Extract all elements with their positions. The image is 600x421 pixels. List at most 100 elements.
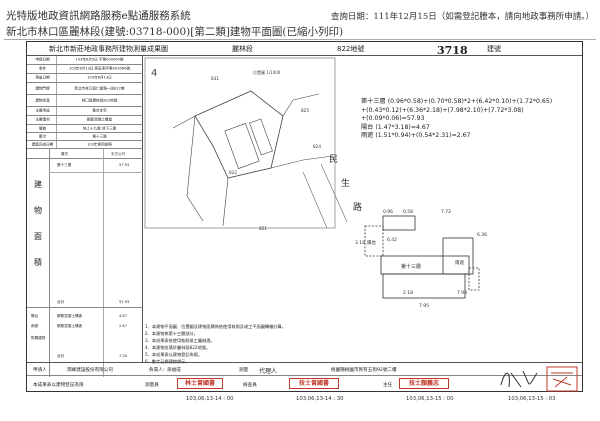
note-line: 2．本建物係第十三層部分。	[145, 330, 198, 336]
lot-label: 825	[301, 108, 309, 113]
note-line: 6．數字已標建物標示。	[145, 358, 190, 364]
road-char: 民	[329, 154, 338, 165]
area-vertical-label: 建 物 面 積	[33, 172, 43, 276]
info-value: 集合住宅	[92, 108, 107, 113]
agent-label: 代理人	[259, 368, 278, 375]
info-value: 103年6月13日 新莊測字第003580號	[69, 66, 130, 71]
info-key: 層數	[38, 126, 47, 130]
formula-line: +(0.09*0.06)=57.93	[361, 115, 425, 123]
location-map	[144, 57, 348, 229]
floor-plan	[364, 215, 480, 299]
info-key: 層次	[38, 134, 47, 138]
note-line: 3．本成果表依使用執照竣工圖辦理。	[145, 337, 215, 343]
section-name: 麗林段	[232, 45, 253, 53]
info-value: 地上十九層 地下三層	[82, 126, 117, 130]
formula-line: +(0.43*0.12)+(6.36*2.18)+(7.98*2.10)+(7.…	[361, 106, 524, 114]
building-number-label: 建號	[487, 45, 501, 53]
road-edge	[302, 171, 328, 229]
info-row: 主要用途 集合住宅	[27, 107, 143, 116]
info-key: 主要用途	[35, 108, 50, 113]
note-line: 5．本成果表以建物登記為限。	[145, 351, 203, 357]
floor-13-top	[382, 215, 416, 231]
dim-label: 2.18	[403, 290, 413, 296]
note-line: 4．本建物坐落於麗林段822地號。	[145, 344, 211, 350]
balcony	[364, 225, 384, 257]
info-key: 申請日期	[35, 57, 50, 62]
note-restriction: 本成果表以建物登記為限	[33, 383, 84, 388]
vertical-char: 物	[34, 206, 42, 215]
north-arrow-icon: 4	[151, 68, 157, 79]
surveyor-stamp: 林士曾國書	[177, 378, 223, 389]
info-value: 新北市林口區仁愛路一段822巷	[74, 86, 125, 90]
dim-label: 7.98	[457, 290, 467, 296]
ancillary-material: 鋼筋混凝土構造	[57, 324, 83, 328]
road-char: 路	[353, 201, 362, 213]
sheet-title-row: 新北市新莊地政事務所建物測量成果圖 麗林段 822地號 3718 建號	[27, 42, 582, 57]
info-key: 測量日期	[35, 75, 50, 80]
vertical-char: 建	[34, 180, 42, 189]
info-key: 主要建材	[35, 117, 50, 122]
lot-822-outline	[194, 90, 284, 179]
area-value: 57.93	[119, 163, 130, 167]
info-row: 收件 103年6月13日 新莊測字第003580號	[27, 65, 143, 74]
signature-block: 申請人 潤峰建設股份有限公司 負責人： 孫福成 代理人 測量 桃園縣桃園市民有五…	[27, 362, 582, 393]
signature-image	[500, 366, 578, 392]
lot-boundary	[222, 177, 229, 227]
info-value: 林口區麗林段822地號	[81, 98, 118, 102]
ancillary-label: 附屬建物	[31, 336, 46, 340]
chief-label: 主任	[383, 383, 393, 388]
vertical-char: 積	[34, 258, 42, 267]
note-line: 1．本建物平面圖、位置圖及建物面積係依使用執照及竣工平面圖轉繪計算。	[145, 324, 286, 329]
formula-line: 第十三層 (0.96*0.58)+(0.70*0.58)*2+(6.42*0.1…	[361, 98, 553, 105]
info-row: 主要建材鋼筋混凝土構造	[27, 116, 143, 125]
applicant-label: 申請人	[33, 368, 47, 373]
info-row: 建物坐落林口區麗林段822地號	[27, 95, 143, 107]
signature-row: 本成果表以建物登記為限 測量員 檢查員 主任	[27, 376, 582, 394]
applicant-name: 潤峰建設股份有限公司	[67, 368, 113, 373]
area-header-floor: 層次	[61, 152, 69, 156]
info-key: 建物門牌	[35, 86, 50, 90]
area-header-row: 層次 平方公尺	[27, 149, 143, 159]
road-edge	[320, 163, 348, 223]
survey-sheet: 新北市新莊地政事務所建物測量成果圖 麗林段 822地號 3718 建號 申請日期…	[26, 41, 583, 392]
info-value: 103年6月13日	[87, 75, 112, 80]
area-total-line	[27, 307, 143, 308]
area-total-label: 合計	[57, 300, 65, 304]
scale-label: 位置圖 1/1000	[253, 69, 281, 75]
eave	[468, 267, 480, 291]
document-title: 新北市林口區麗林段(建號:03718-000)[第二類]建物平面圖(已縮小列印)	[6, 26, 344, 38]
ancillary-use: 雨遮	[31, 324, 39, 328]
query-date: 查詢日期：111年12月15日（如需登記謄本，請向地政事務所申請。）	[330, 12, 594, 22]
area-divider	[49, 149, 50, 377]
ancillary-material: 鋼筋混凝土構造	[57, 314, 83, 318]
info-row: 層次第十三層	[27, 133, 143, 141]
info-row: 測量日期 103年6月13日	[27, 74, 143, 83]
building-block	[224, 123, 260, 169]
ancillary-area: 2.67	[119, 324, 128, 328]
lot-boundary	[270, 155, 334, 169]
info-key: 收件	[38, 66, 47, 71]
info-value: 103年使用執照	[87, 142, 112, 146]
road-char: 生	[341, 177, 350, 189]
dim-label: 3.18	[355, 240, 365, 246]
formula-line: 雨遮 (1.51*0.94)+(0.54*2.31)=2.67	[361, 132, 471, 140]
owner-name: 孫福成	[167, 368, 181, 373]
lot-label: 831	[211, 76, 219, 81]
lot-boundary	[172, 115, 204, 222]
lot-label: 822	[229, 170, 237, 175]
plan-drawing: 4 0.96 0.58 7.72 6.42 3.18 6.36 2.18 7.9…	[144, 57, 487, 309]
signature-row: 申請人 潤峰建設股份有限公司 負責人： 孫福成 代理人 測量 桃園縣桃園市民有五…	[27, 363, 582, 376]
floor-13-lower	[382, 273, 466, 299]
area-divider	[103, 149, 104, 377]
info-row: 層數 地上十九層 地下三層	[27, 125, 143, 133]
location-frame	[144, 57, 336, 229]
building-number: 3718	[437, 44, 468, 57]
dim-label: 0.58	[403, 209, 413, 215]
timestamp: 103,06,13-15 : 03	[508, 396, 556, 402]
area-floor: 第十三層	[57, 163, 72, 167]
formula-line: 陽台 (1.47*3.18)=4.67	[361, 123, 430, 131]
dim-label: 0.96	[383, 209, 393, 215]
